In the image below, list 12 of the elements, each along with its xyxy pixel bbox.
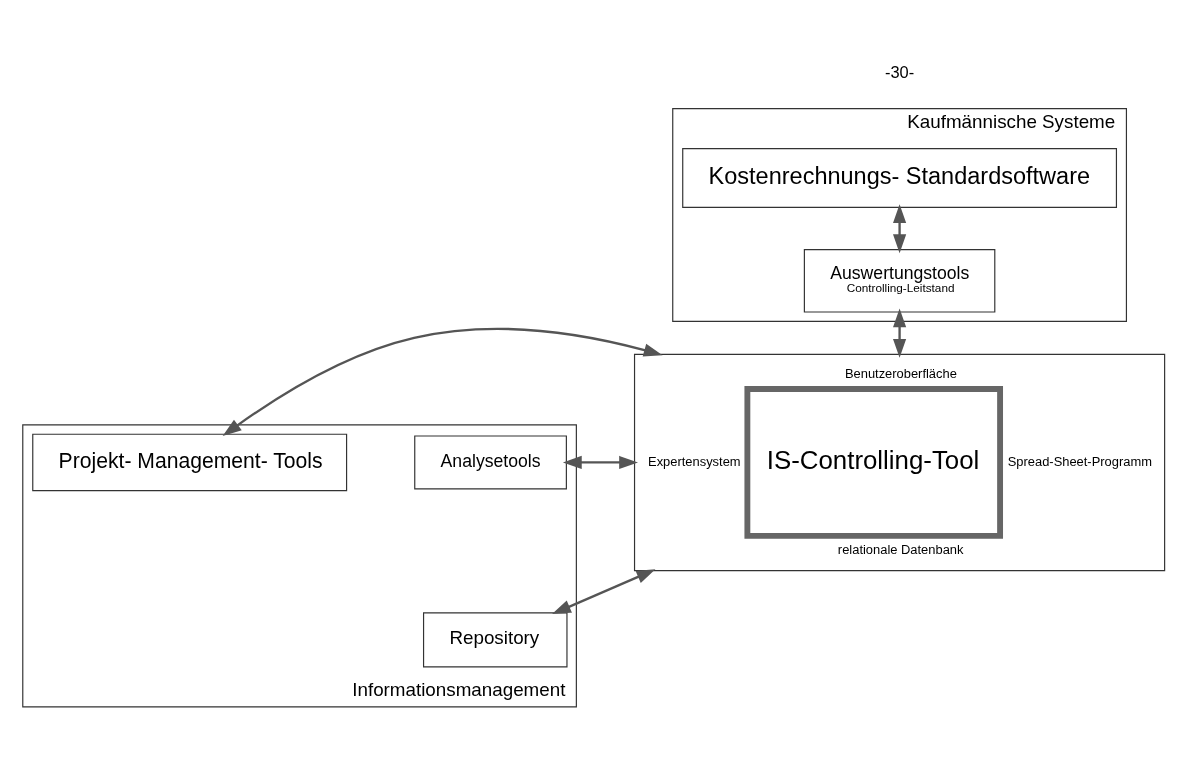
node-box: Kostenrechnungs- Standardsoftware [682,147,1118,208]
label: -30- [884,62,915,81]
node-box: Analysetools [414,434,567,489]
arrow [893,203,907,253]
node-box: Repository [423,611,568,667]
arrow [562,455,638,469]
arrow [893,307,907,358]
node-box: Projekt- Management- Tools [32,433,348,491]
node-box: Auswertungstools Controlling-Leitstand [803,248,996,313]
node-box: Benutzeroberfläche Expertensystem IS-Controlling-Tool Spread-Sheet-Programm relationale Datenbank [633,353,1166,571]
arrow [552,568,656,614]
arrow [222,327,663,436]
